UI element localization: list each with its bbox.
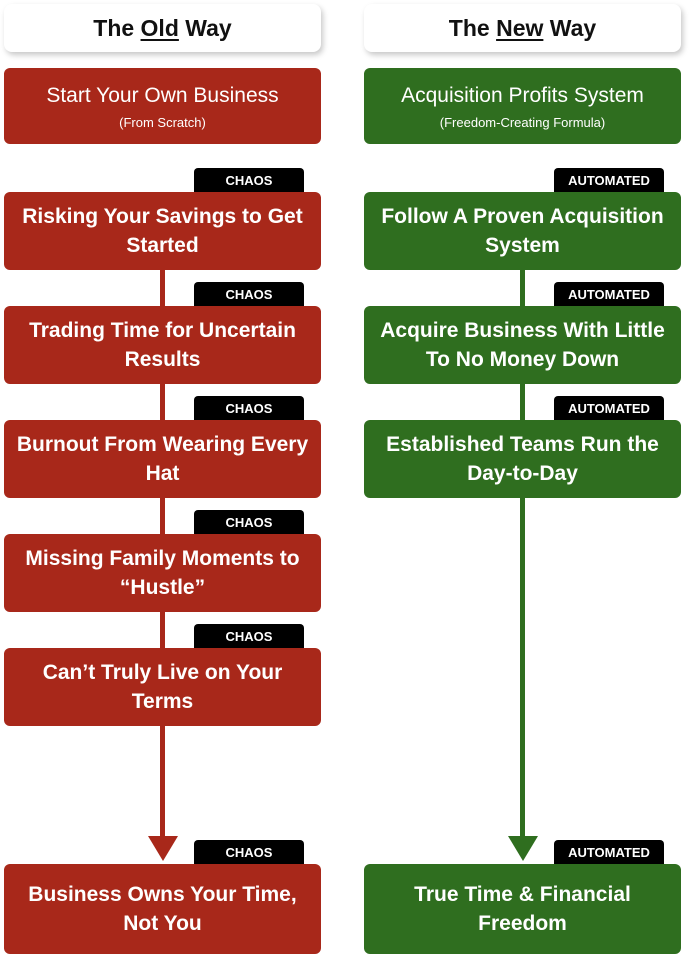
old-start-box: Start Your Own Business (From Scratch) <box>4 68 321 144</box>
chaos-tag: CHAOS <box>194 168 304 192</box>
header-text: Way <box>543 14 597 41</box>
old-step-box: Risking Your Savings to Get Started <box>4 192 321 270</box>
box-subtitle: (From Scratch) <box>119 114 206 130</box>
old-step-box: Missing Family Moments to “Hustle” <box>4 534 321 612</box>
header-emphasis: Old <box>140 14 179 41</box>
new-step-box: Acquire Business With Little To No Money… <box>364 306 681 384</box>
box-title: Acquisition Profits System <box>401 83 644 107</box>
chaos-tag: CHAOS <box>194 510 304 534</box>
chaos-tag: CHAOS <box>194 840 304 864</box>
header-emphasis: New <box>496 14 544 41</box>
header-text: The <box>448 14 497 41</box>
new-arrow-head <box>508 836 538 861</box>
new-result-box: True Time & Financial Freedom <box>364 864 681 954</box>
chaos-tag: CHAOS <box>194 396 304 420</box>
automated-tag: AUTOMATED <box>554 282 664 306</box>
automated-tag: AUTOMATED <box>554 396 664 420</box>
old-arrow-head <box>148 836 178 861</box>
new-start-box: Acquisition Profits System (Freedom-Crea… <box>364 68 681 144</box>
old-step-box: Trading Time for Uncertain Results <box>4 306 321 384</box>
new-way-header: The New Way <box>364 4 681 52</box>
box-title: Start Your Own Business <box>46 83 279 107</box>
header-text: Way <box>178 14 232 41</box>
automated-tag: AUTOMATED <box>554 168 664 192</box>
new-step-box: Follow A Proven Acquisition System <box>364 192 681 270</box>
chaos-tag: CHAOS <box>194 282 304 306</box>
old-step-box: Can’t Truly Live on Your Terms <box>4 648 321 726</box>
chaos-tag: CHAOS <box>194 624 304 648</box>
new-flow-line <box>520 268 525 840</box>
box-subtitle: (Freedom-Creating Formula) <box>439 114 606 130</box>
old-result-box: Business Owns Your Time, Not You <box>4 864 321 954</box>
header-text: The <box>93 14 141 41</box>
new-step-box: Established Teams Run the Day-to-Day <box>364 420 681 498</box>
old-step-box: Burnout From Wearing Every Hat <box>4 420 321 498</box>
automated-tag: AUTOMATED <box>554 840 664 864</box>
old-way-header: The Old Way <box>4 4 321 52</box>
